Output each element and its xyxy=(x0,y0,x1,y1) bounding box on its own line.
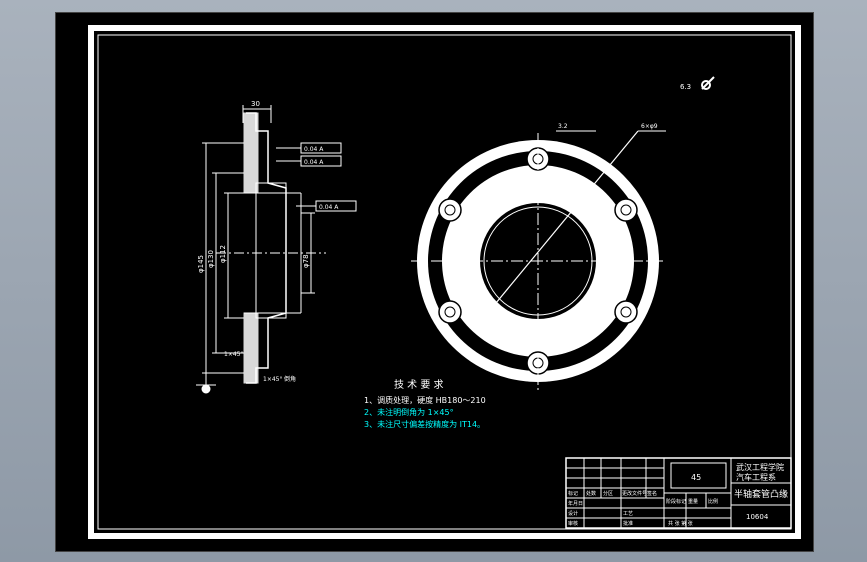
svg-text:比例: 比例 xyxy=(708,498,718,505)
tech-requirements: 技 术 要 求 1、调质处理，硬度 HB180～210 2、未注明倒角为 1×4… xyxy=(364,378,486,429)
svg-text:45: 45 xyxy=(691,473,701,482)
svg-text:6×φ9: 6×φ9 xyxy=(641,123,658,130)
svg-text:3.2: 3.2 xyxy=(558,123,568,130)
sheet-inner-border xyxy=(97,34,792,530)
svg-text:1、调质处理，硬度 HB180～210: 1、调质处理，硬度 HB180～210 xyxy=(364,395,486,405)
svg-text:共 张 第 张: 共 张 第 张 xyxy=(668,520,693,527)
svg-text:审核: 审核 xyxy=(568,520,578,527)
svg-text:0.04 A: 0.04 A xyxy=(304,159,324,166)
title-block xyxy=(565,457,792,529)
svg-text:φ145: φ145 xyxy=(197,255,205,273)
svg-text:标记: 标记 xyxy=(568,490,578,497)
svg-text:武汉工程学院: 武汉工程学院 xyxy=(736,462,784,472)
svg-text:年月日: 年月日 xyxy=(568,500,583,507)
svg-text:签名: 签名 xyxy=(647,490,657,497)
svg-text:半轴套管凸缘: 半轴套管凸缘 xyxy=(734,488,788,500)
svg-text:0.04 A: 0.04 A xyxy=(319,204,339,211)
svg-text:6.3: 6.3 xyxy=(680,83,691,91)
svg-text:汽车工程系: 汽车工程系 xyxy=(736,472,776,482)
svg-text:φ112: φ112 xyxy=(219,245,227,263)
svg-text:分区: 分区 xyxy=(603,490,613,497)
svg-text:1×45°: 1×45° xyxy=(224,351,243,358)
sheet-outer-border xyxy=(88,25,801,539)
cad-viewport[interactable]: 6.3 xyxy=(55,12,814,552)
svg-text:重量: 重量 xyxy=(688,498,698,505)
svg-text:φ78: φ78 xyxy=(302,254,310,268)
svg-text:3、未注尺寸偏差按精度为 IT14。: 3、未注尺寸偏差按精度为 IT14。 xyxy=(364,419,485,429)
front-view xyxy=(411,130,666,393)
svg-text:φ130: φ130 xyxy=(207,250,215,268)
svg-text:0.04 A: 0.04 A xyxy=(304,146,324,153)
svg-text:倒角: 倒角 xyxy=(284,375,296,383)
svg-text:更改文件号: 更改文件号 xyxy=(622,490,647,497)
drawing-canvas[interactable]: 6.3 xyxy=(56,13,813,551)
svg-text:批准: 批准 xyxy=(623,520,633,527)
svg-text:10604: 10604 xyxy=(746,513,769,521)
svg-text:设计: 设计 xyxy=(568,510,578,517)
svg-text:30: 30 xyxy=(251,100,260,108)
svg-text:2、未注明倒角为 1×45°: 2、未注明倒角为 1×45° xyxy=(364,407,454,417)
svg-text:阶段标记: 阶段标记 xyxy=(666,498,686,505)
roughness-symbol: 6.3 xyxy=(680,76,715,91)
svg-text:1×45°: 1×45° xyxy=(263,376,282,383)
svg-text:技 术 要 求: 技 术 要 求 xyxy=(394,378,444,391)
svg-text:处数: 处数 xyxy=(586,490,596,497)
section-view xyxy=(196,105,326,394)
tolerance-frames: 0.04 A 0.04 A 0.04 A xyxy=(300,142,357,212)
svg-text:工艺: 工艺 xyxy=(623,511,633,517)
